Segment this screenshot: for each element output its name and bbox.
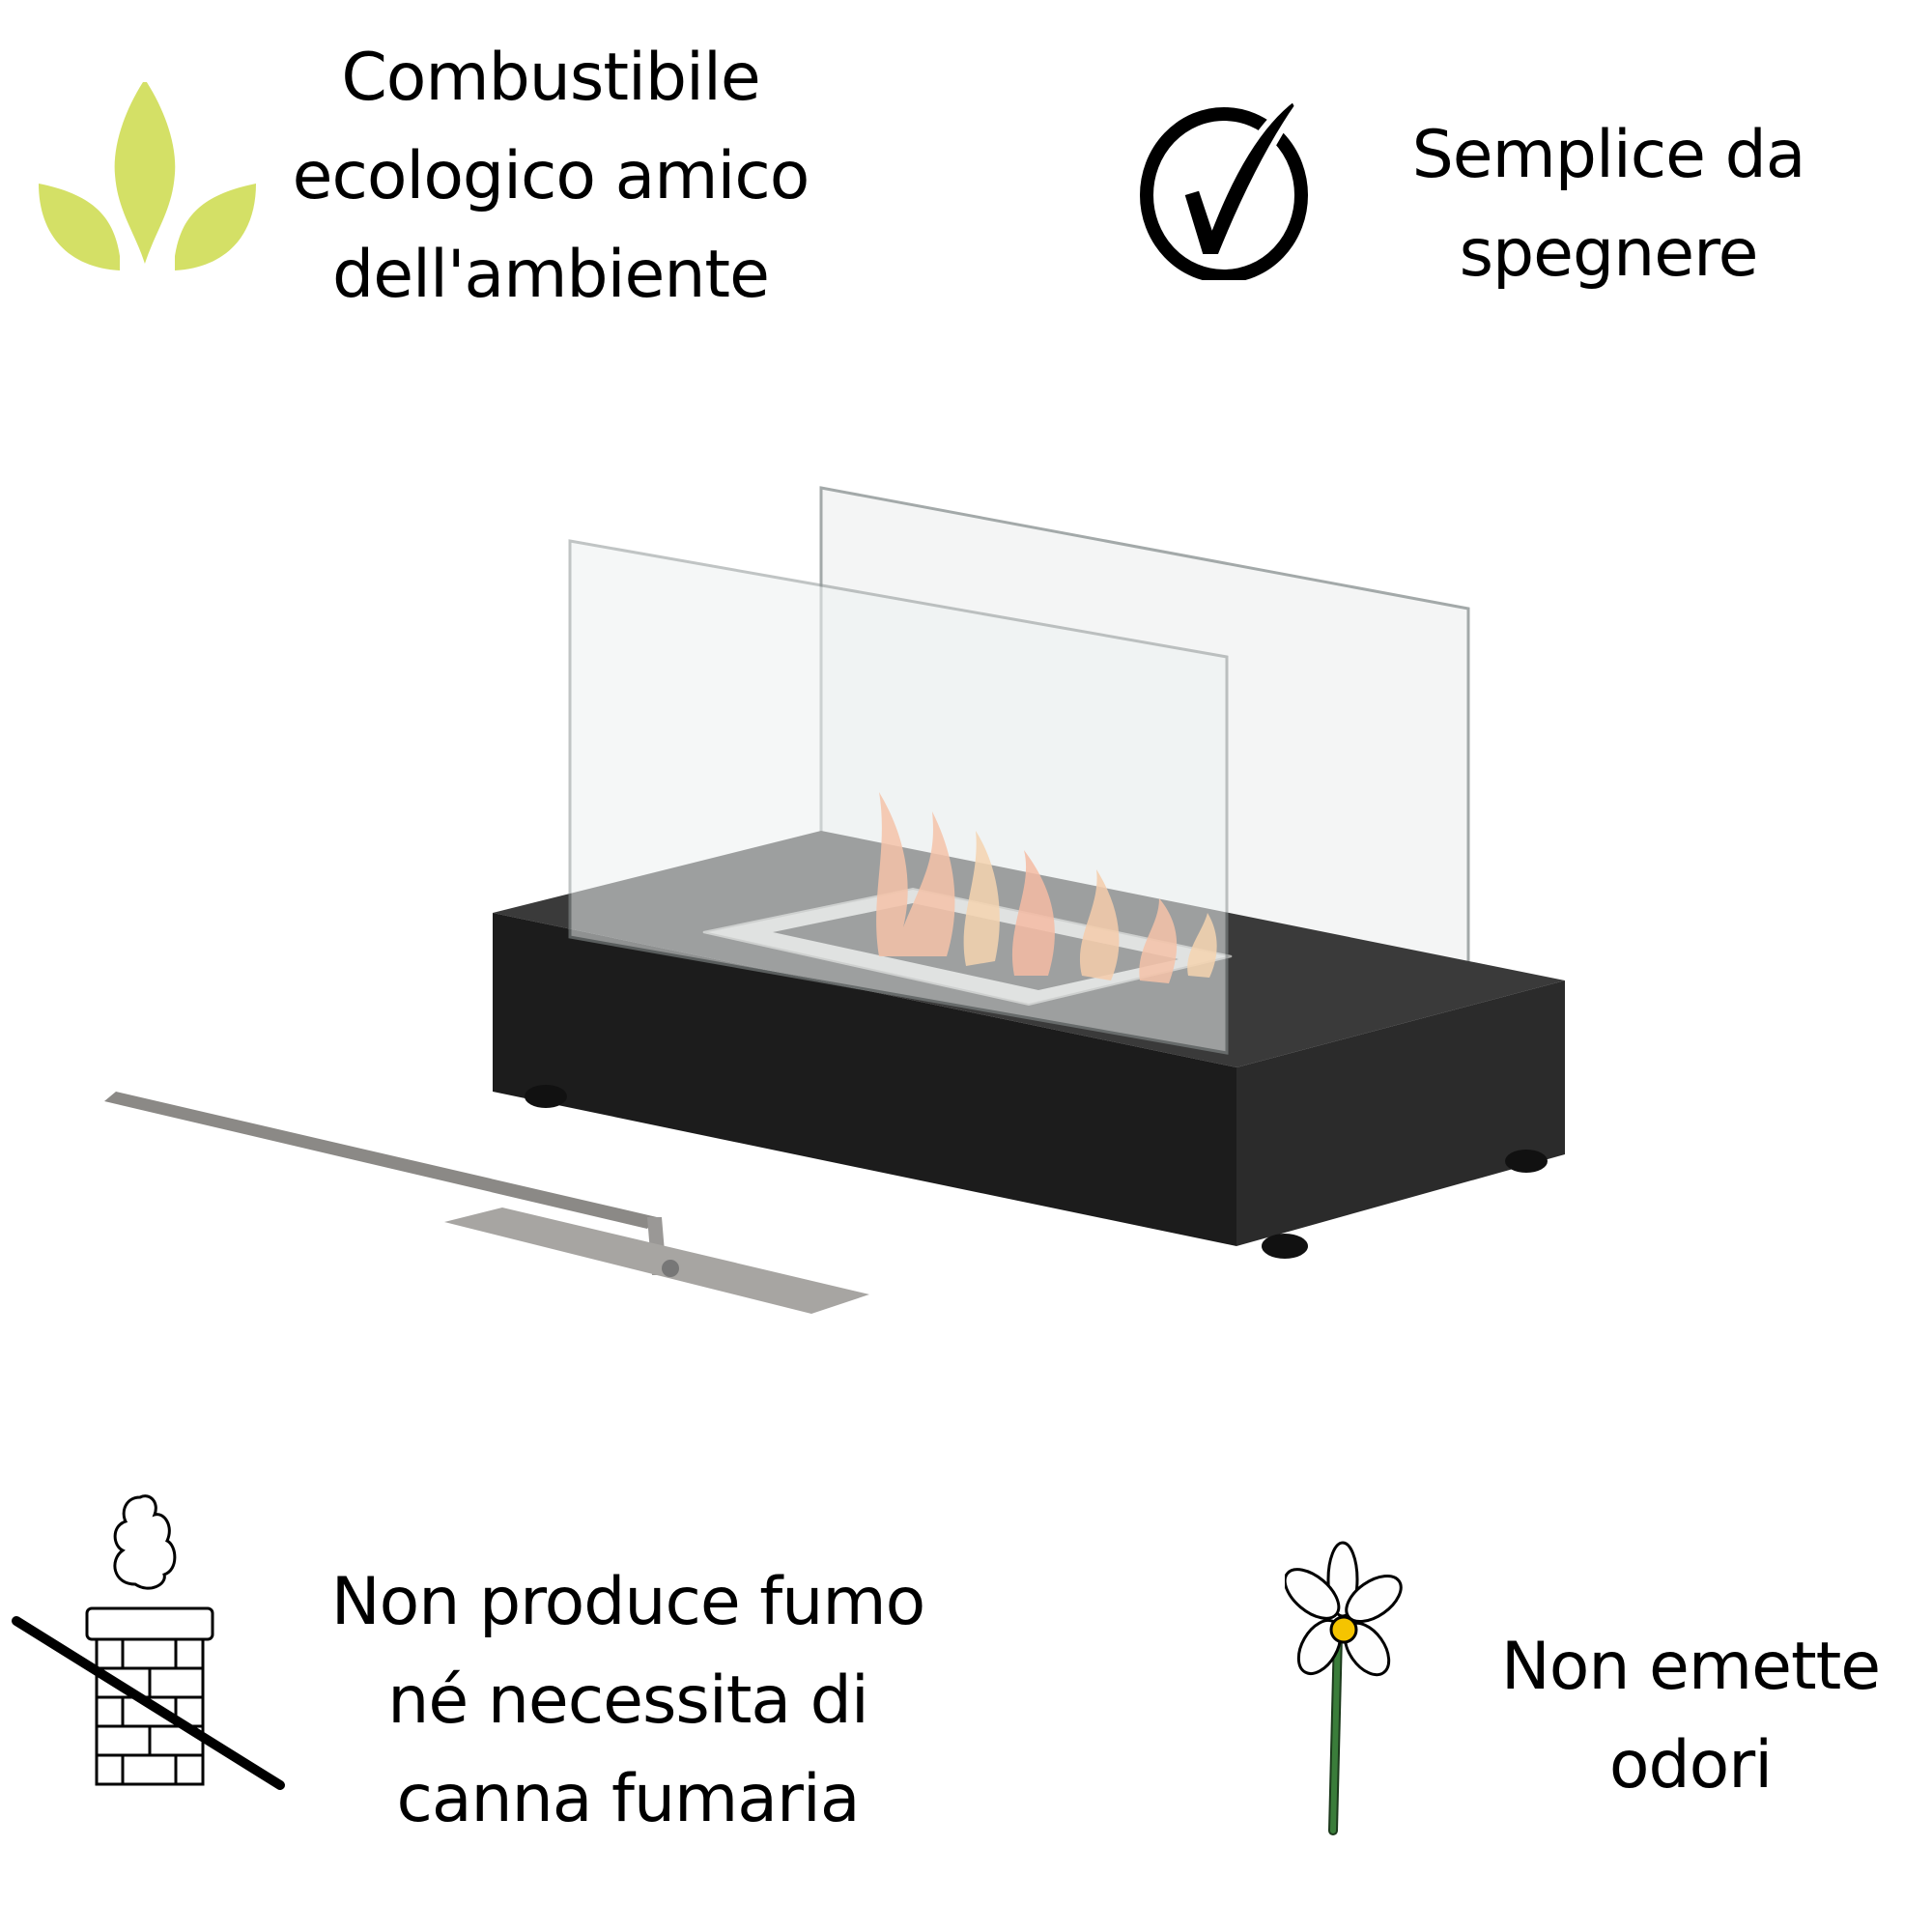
feature-line: Combustibile [341, 40, 760, 116]
feature-no-odor-text: Non emette odori [1483, 1618, 1898, 1815]
feature-line: Non produce fumo [330, 1564, 925, 1640]
feature-line: odori [1608, 1727, 1773, 1804]
feature-line: dell'ambiente [332, 237, 770, 313]
feature-line: ecologico amico [292, 138, 810, 214]
flower-icon [1285, 1541, 1410, 1835]
extinguisher-tool [104, 1092, 869, 1314]
leaves-icon [39, 82, 256, 270]
feature-easy-off-text: Semplice da spegnere [1333, 106, 1884, 303]
feature-line: Semplice da [1411, 117, 1806, 193]
product-fireplace-image [39, 473, 1584, 1314]
feature-eco-fuel-text: Combustibile ecologico amico dell'ambien… [251, 29, 850, 325]
feature-line: spegnere [1459, 215, 1759, 292]
feature-no-smoke-text: Non produce fumo né necessita di canna f… [290, 1553, 966, 1849]
feature-line: né necessita di [387, 1662, 868, 1739]
feature-line: Non emette [1500, 1629, 1881, 1705]
checkmark-circle-icon [1135, 87, 1348, 280]
feature-line: canna fumaria [396, 1761, 860, 1837]
no-chimney-icon [5, 1488, 295, 1797]
